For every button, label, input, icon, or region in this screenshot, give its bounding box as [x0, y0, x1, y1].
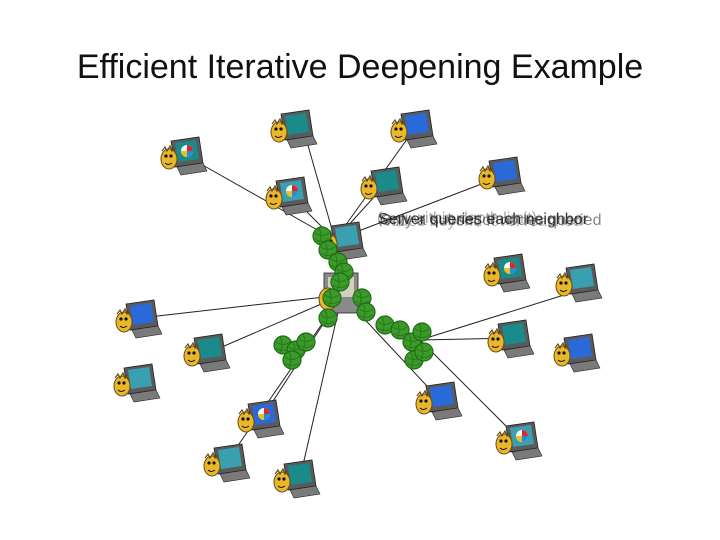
computer-icon [115, 299, 163, 339]
computer-icon [487, 319, 535, 359]
network-edge [304, 134, 336, 241]
green-query-node [330, 272, 350, 292]
green-query-node [318, 308, 338, 328]
computer-icon [160, 136, 208, 176]
green-query-node [390, 320, 410, 340]
computer-icon [237, 399, 285, 439]
network-edge [419, 339, 521, 441]
computer-icon [555, 263, 603, 303]
green-query-node [414, 342, 434, 362]
computer-icon [203, 443, 251, 483]
annotation-text-4: Nodes beyond level reached [379, 213, 582, 230]
computer-icon [553, 333, 601, 373]
green-query-node [356, 302, 376, 322]
computer-icon [390, 109, 438, 149]
computer-icon [270, 109, 318, 149]
green-query-node [322, 288, 342, 308]
computer-icon [360, 166, 408, 206]
annotation-text-3: (e.g. within depth limit) [377, 210, 538, 227]
slide-title: Efficient Iterative Deepening Example [76, 48, 644, 86]
network-edge [299, 294, 343, 479]
computer-icon [265, 176, 313, 216]
green-query-node [412, 322, 432, 342]
computer-icon [273, 459, 321, 499]
network-edge [419, 289, 581, 341]
annotation-text-1: Server queries each neighbor [378, 211, 588, 228]
annotation-text-2: Only a subset of nodes queried [380, 212, 602, 229]
computer-icon [483, 253, 531, 293]
computer-icon [113, 363, 161, 403]
green-query-node [312, 226, 332, 246]
network-edge [184, 154, 336, 241]
computer-icon [495, 421, 543, 461]
computer-icon [183, 333, 231, 373]
computer-icon [415, 381, 463, 421]
computer-icon [478, 156, 526, 196]
green-query-node [282, 350, 302, 370]
network-edge [139, 294, 343, 319]
green-query-node [296, 332, 316, 352]
network-edge [334, 174, 506, 241]
